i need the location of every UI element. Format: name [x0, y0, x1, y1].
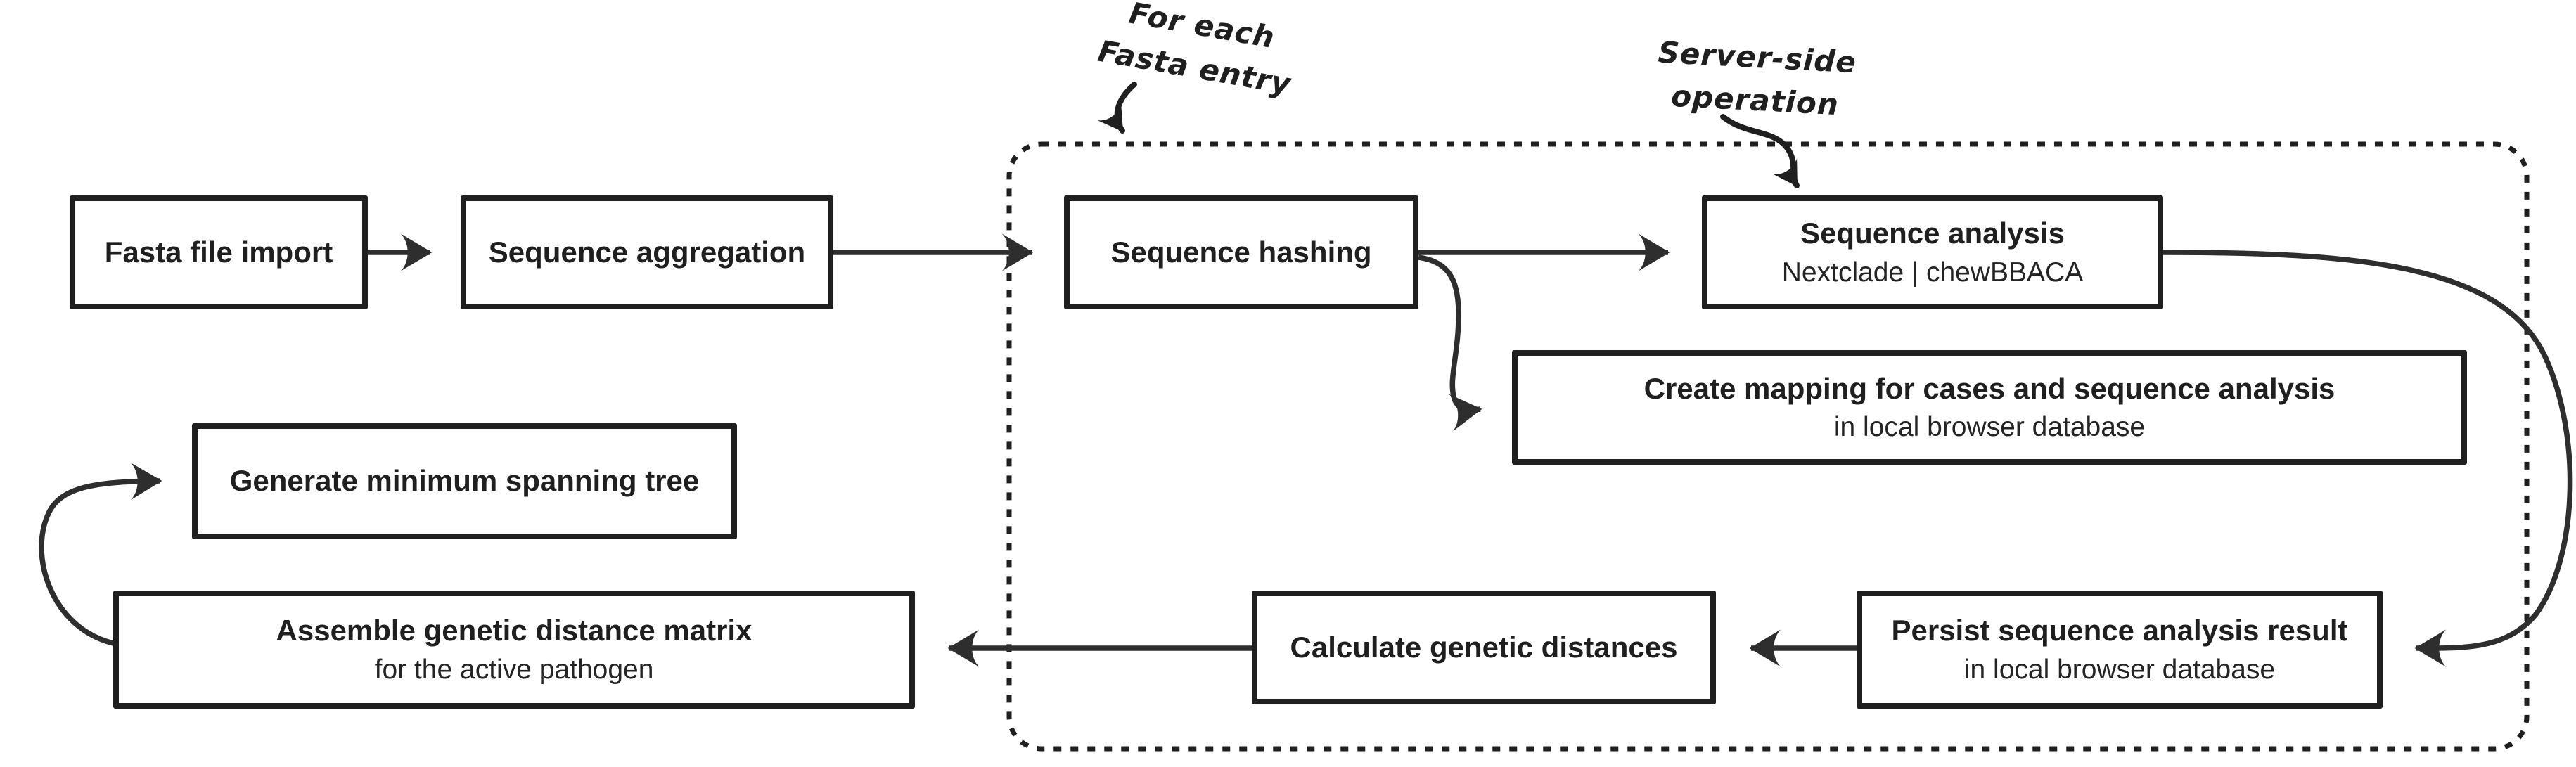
client-side-group-outline	[1006, 141, 2530, 752]
node-subtitle: for the active pathogen	[374, 654, 654, 685]
node-title: Assemble genetic distance matrix	[276, 614, 752, 647]
node-title: Persist sequence analysis result	[1891, 614, 2348, 647]
arrow-for-each-annotation	[1097, 82, 1137, 134]
annotation-server-side-operation: Server-side operation	[1655, 32, 1858, 127]
node-calculate-genetic-distances: Calculate genetic distances	[1252, 591, 1716, 704]
node-subtitle: in local browser database	[1833, 412, 2146, 443]
node-persist-analysis-result: Persist sequence analysis result in loca…	[1857, 591, 2383, 709]
node-sequence-hashing: Sequence hashing	[1064, 195, 1418, 309]
arrow-hashing-to-mapping	[1418, 254, 1482, 432]
arrow-analysis-to-persist	[2162, 250, 2573, 667]
node-title: Sequence aggregation	[488, 235, 806, 269]
node-fasta-file-import: Fasta file import	[70, 195, 368, 309]
node-subtitle: in local browser database	[1963, 654, 2276, 685]
node-title: Sequence hashing	[1110, 235, 1372, 269]
node-title: Calculate genetic distances	[1290, 630, 1678, 664]
node-create-mapping: Create mapping for cases and sequence an…	[1512, 350, 2467, 465]
node-sequence-analysis: Sequence analysis Nextclade | chewBBACA	[1702, 195, 2163, 309]
node-subtitle: Nextclade | chewBBACA	[1781, 257, 2084, 288]
arrow-assemble-to-mst	[39, 462, 162, 646]
node-sequence-aggregation: Sequence aggregation	[461, 195, 833, 309]
arrow-server-side-annotation	[1720, 114, 1800, 188]
node-title: Fasta file import	[104, 235, 333, 269]
node-title: Sequence analysis	[1800, 217, 2065, 250]
node-title: Create mapping for cases and sequence an…	[1643, 371, 2335, 405]
node-generate-minimum-spanning-tree: Generate minimum spanning tree	[192, 423, 737, 539]
node-assemble-distance-matrix: Assemble genetic distance matrix for the…	[113, 591, 915, 709]
node-title: Generate minimum spanning tree	[229, 464, 700, 498]
